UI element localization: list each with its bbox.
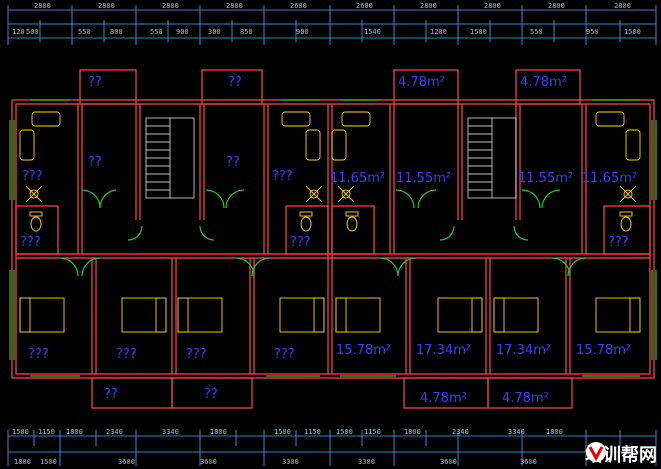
dim-top2-11: 1200 [430,28,447,36]
area-label-bed-4: 15.78m² [576,343,631,358]
dim-bot2-3: 3600 [118,458,135,466]
bottom-dimension-lines [7,430,657,466]
dim-bot2-1: 1800 [14,458,31,466]
top-dimension-text-row2: 120 500 550 800 550 900 300 850 900 1540… [12,28,641,36]
room-label-bath-3: ??? [608,235,629,250]
dim-bot-4: 2340 [106,428,123,436]
dim-bot-1: 1500 [12,428,29,436]
dim-top2-7: 300 [208,28,221,36]
dim-top-7: 2800 [420,2,437,10]
dim-top2-6: 900 [176,28,189,36]
dim-bot-3: 1800 [66,428,83,436]
room-label-1: ?? [88,155,102,170]
dim-bot-8: 1150 [304,428,321,436]
room-label-bath-1: ??? [20,235,41,250]
dim-bot-10: 1150 [364,428,381,436]
room-label-top-1: ?? [88,75,102,90]
area-label-balcony-2: 4.78m² [502,391,549,406]
dim-top2-12: 1500 [470,28,487,36]
dim-top-4: 2800 [226,2,243,10]
area-label-living-1: 11.65m² [330,171,385,186]
windows [9,99,657,377]
area-labels: 4.78m² 4.78m² 11.65m² 11.55m² 11.55m² 11… [330,75,637,406]
walls [11,69,655,409]
room-label-2: ?? [226,155,240,170]
room-label-bed-2: ??? [116,347,137,362]
room-label-living-1: ??? [22,169,43,184]
area-label-bed-1: 15.78m² [336,343,391,358]
area-label-bed-2: 17.34m² [416,343,471,358]
watermark: 培训帮网 [585,441,657,467]
bottom-dimension-text-row1: 1500 1150 1800 2340 3340 1800 1500 1150 … [12,428,563,436]
room-label-bed-1: ??? [28,347,49,362]
room-label-balcony-2: ?? [204,387,218,402]
room-labels: ?? ?? ?? ?? ??? ??? ??? ??? ??? ??? ??? … [20,75,629,402]
dim-top-8: 2800 [484,2,501,10]
dim-top2-1: 120 [12,28,25,36]
dim-bot-14: 1800 [546,428,563,436]
room-label-bed-3: ??? [186,347,207,362]
room-label-bed-4: ??? [274,347,295,362]
dim-top2-5: 550 [150,28,163,36]
dim-top-3: 2800 [162,2,179,10]
room-label-living-2: ??? [272,169,293,184]
dim-bot2-4: 3600 [200,458,217,466]
dim-top-2: 2800 [98,2,115,10]
area-label-balcony-1: 4.78m² [420,391,467,406]
dim-top2-13: 550 [530,28,543,36]
dim-bot-2: 1150 [38,428,55,436]
area-label-top-2: 4.78m² [520,75,567,90]
dim-bot2-5: 3300 [282,458,299,466]
dim-top2-14: 950 [586,28,599,36]
room-label-balcony-1: ?? [104,387,118,402]
dim-bot-9: 1500 [336,428,353,436]
dim-top-5: 2600 [290,2,307,10]
dim-top2-4: 800 [110,28,123,36]
dim-top2-15: 1500 [624,28,641,36]
area-label-room-2: 11.55m² [518,171,573,186]
area-label-bed-3: 17.34m² [496,343,551,358]
dim-top-1: 2800 [34,2,51,10]
watermark-logo-icon [586,442,606,462]
dim-bot-12: 2340 [452,428,469,436]
dim-bot-13: 3340 [508,428,525,436]
dim-bot2-8: 3600 [520,458,537,466]
area-label-room-1: 11.55m² [396,171,451,186]
room-label-bath-2: ??? [290,235,311,250]
dim-bot-5: 3340 [162,428,179,436]
stairs [145,117,517,199]
dim-top2-2: 500 [26,28,39,36]
dim-bot-6: 1800 [210,428,227,436]
area-label-living-2: 11.65m² [582,171,637,186]
dim-bot-7: 1500 [274,428,291,436]
dim-bot-11: 1800 [404,428,421,436]
dim-top2-3: 550 [78,28,91,36]
dim-bot2-2: 1500 [40,458,57,466]
dim-top2-8: 850 [240,28,253,36]
dim-bot2-6: 3300 [358,458,375,466]
dim-top2-10: 1540 [364,28,381,36]
dim-top-10: 2800 [614,2,631,10]
dim-top-9: 2800 [548,2,565,10]
top-dimension-text-row1: 2800 2800 2800 2800 2600 2600 2800 2800 … [34,2,631,10]
room-label-top-2: ?? [228,75,242,90]
dim-bot2-7: 3600 [440,458,457,466]
dim-top2-9: 900 [296,28,309,36]
area-label-top-1: 4.78m² [398,75,445,90]
bottom-dimension-text-row2: 1800 1500 3600 3600 3300 3300 3600 3600 [14,458,537,466]
furniture [19,111,641,333]
dim-top-6: 2600 [356,2,373,10]
top-dimension-lines [7,5,657,45]
